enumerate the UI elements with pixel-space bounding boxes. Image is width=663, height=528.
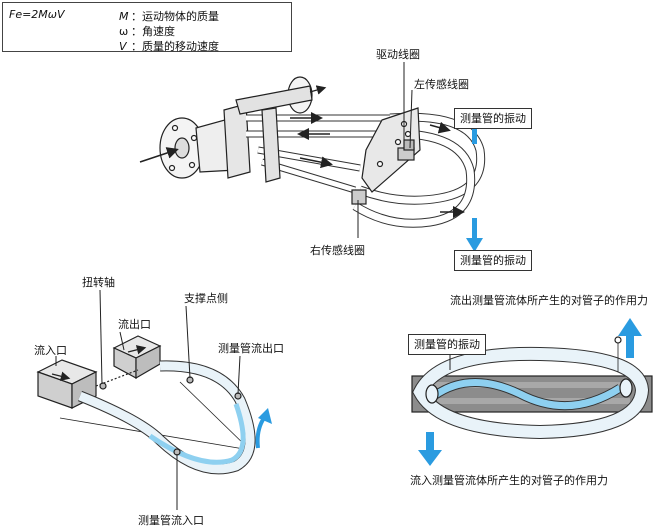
label-force-inflow: 流入测量管流体所产生的对管子的作用力 (410, 474, 608, 487)
label-drive-coil: 驱动线圈 (376, 48, 420, 61)
label-tube-outlet: 测量管流出口 (218, 342, 284, 355)
formula-def-velocity: V：质量的移动速度 (119, 40, 219, 53)
label-torsion-axis: 扭转轴 (82, 276, 115, 289)
formula-box: Fe=2MωV M：运动物体的质量 ω：角速度 V：质量的移动速度 (2, 2, 292, 53)
label-force-outflow: 流出测量管流体所产生的对管子的作用力 (450, 294, 648, 307)
drive-coil-block (403, 139, 415, 151)
label-tube-vibration-right: 测量管的振动 (408, 334, 486, 355)
label-tube-inlet: 测量管流入口 (138, 514, 204, 527)
label-tube-vibration-bottom: 测量管的振动 (454, 250, 532, 271)
bottom-left-leader-lines (55, 289, 241, 510)
u-tube-sketch (36, 335, 272, 475)
force-arrows (418, 318, 642, 466)
label-outlet: 流出口 (118, 318, 151, 331)
meter-assembly (139, 76, 486, 228)
right-sensor-block (351, 189, 367, 205)
label-right-sensor-coil: 右传感线圈 (310, 244, 365, 257)
top-leader-lines (357, 62, 413, 238)
label-left-sensor-coil: 左传感线圈 (414, 78, 469, 91)
label-support-point: 支撑点侧 (184, 292, 228, 305)
twisted-tube-sketch (411, 336, 653, 440)
label-tube-vibration-top: 测量管的振动 (454, 108, 532, 129)
formula-def-omega: ω：角速度 (119, 25, 175, 38)
label-inlet: 流入口 (34, 344, 67, 357)
formula-def-mass: M：运动物体的质量 (119, 10, 219, 23)
formula-equation: Fe=2MωV (9, 8, 65, 21)
